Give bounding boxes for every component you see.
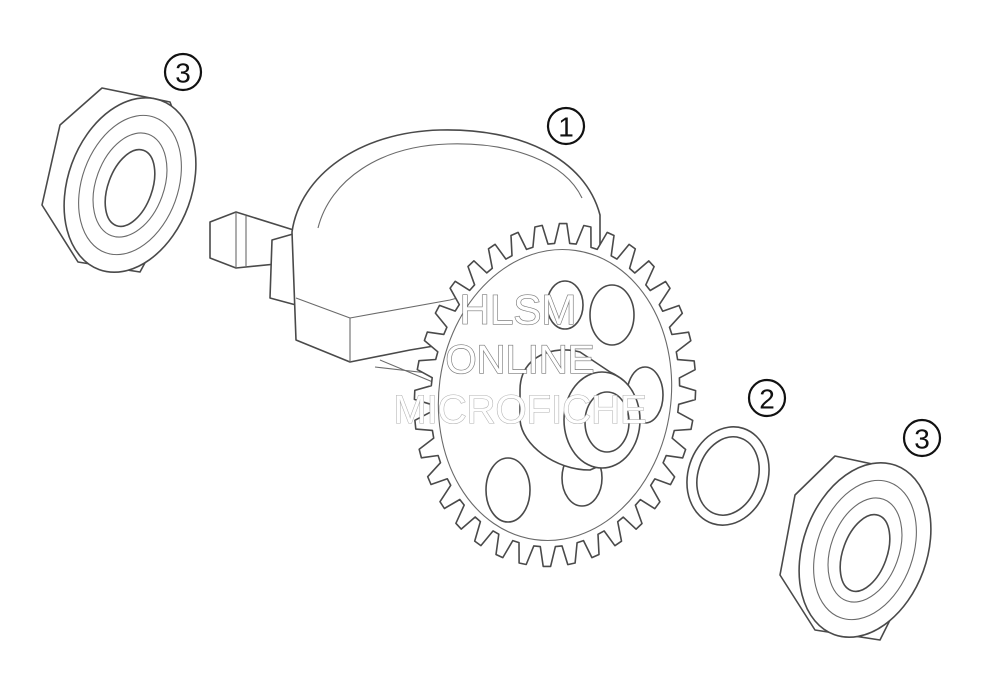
ball-bearing-right — [779, 455, 932, 641]
gear-hole — [589, 284, 635, 346]
gear-hole — [485, 457, 531, 523]
shaft-stub — [209, 211, 301, 306]
gear-hub — [519, 349, 641, 471]
callout-1-label: 1 — [558, 112, 574, 143]
watermark-line3: MICROFICHE — [393, 388, 646, 432]
watermark-line1: HLSM — [460, 286, 577, 333]
watermark: HLSM ONLINE MICROFICHE — [393, 285, 647, 432]
watermark-line2: ONLINE — [446, 338, 595, 382]
gear-hole — [546, 280, 584, 330]
callout-3-right-label: 3 — [914, 424, 930, 455]
ball-bearing-left — [41, 87, 197, 273]
callout-3-left-label: 3 — [175, 58, 191, 89]
callout-3-right: 3 — [902, 418, 942, 458]
balancer-shaft-assembly — [209, 129, 697, 568]
callout-1: 1 — [546, 106, 586, 146]
washer — [686, 426, 770, 526]
callout-3-left: 3 — [163, 52, 203, 92]
callout-2: 2 — [747, 378, 787, 418]
callout-2-label: 2 — [759, 384, 775, 415]
